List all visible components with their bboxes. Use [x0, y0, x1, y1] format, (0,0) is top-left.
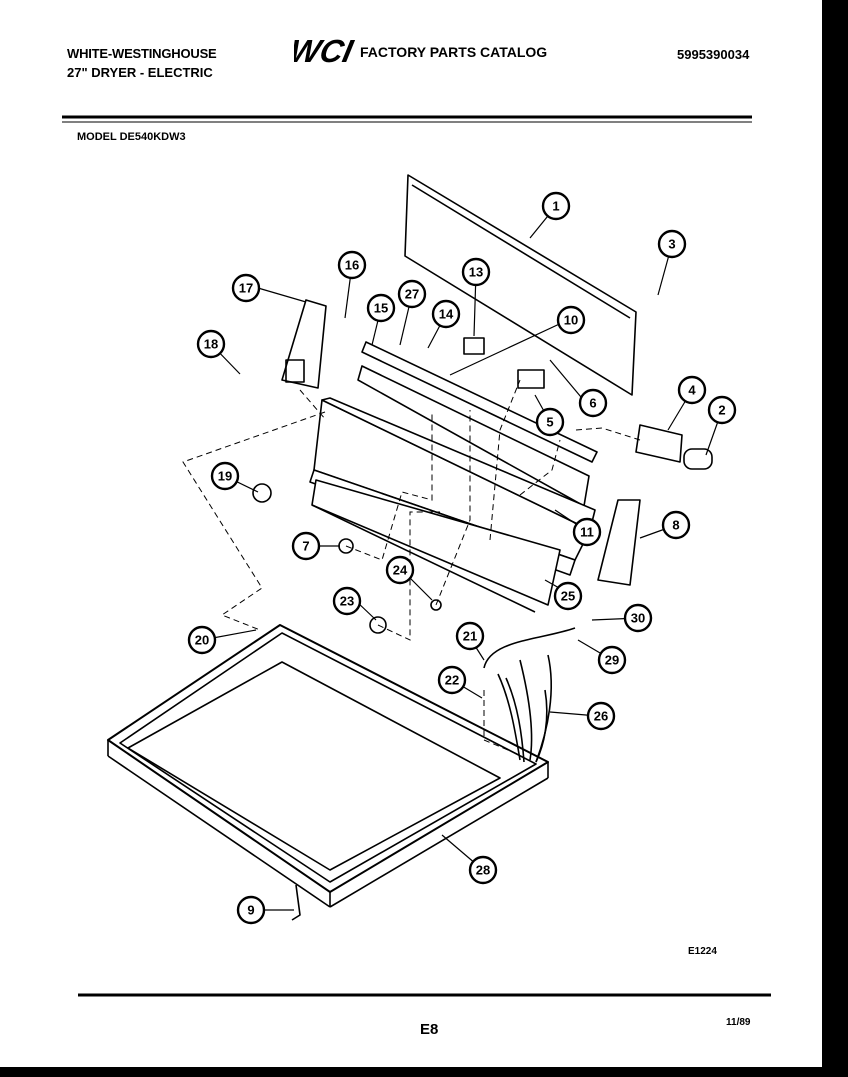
callout-label: 30	[631, 611, 645, 626]
callout-label: 24	[393, 563, 408, 578]
callout-label: 1	[552, 199, 559, 214]
callout-9: 9	[236, 895, 266, 925]
callout-label: 22	[445, 673, 459, 688]
callout-label: 13	[469, 265, 483, 280]
callout-label: 21	[463, 629, 477, 644]
callout-23: 23	[332, 586, 362, 616]
callout-label: 10	[564, 313, 578, 328]
callout-5: 5	[535, 407, 565, 437]
callout-label: 27	[405, 287, 419, 302]
callout-label: 26	[594, 709, 608, 724]
callout-17: 17	[231, 273, 261, 303]
callout-7: 7	[291, 531, 321, 561]
callout-label: 20	[195, 633, 209, 648]
callout-21: 21	[455, 621, 485, 651]
callout-label: 9	[247, 903, 254, 918]
timer	[635, 424, 713, 470]
callout-label: 8	[672, 518, 679, 533]
callout-8: 8	[661, 510, 691, 540]
callout-3: 3	[657, 229, 687, 259]
callout-label: 4	[688, 383, 696, 398]
callout-29: 29	[597, 645, 627, 675]
callout-14: 14	[431, 299, 461, 329]
leveling-leg	[291, 884, 301, 921]
brand-name: WHITE-WESTINGHOUSE	[67, 46, 217, 61]
wiring-harness	[483, 627, 576, 763]
catalog-title: FACTORY PARTS CATALOG	[360, 44, 548, 60]
callout-label: 16	[345, 258, 359, 273]
callout-1: 1	[541, 191, 571, 221]
callout-label: 18	[204, 337, 218, 352]
trim-strip	[311, 479, 561, 613]
callout-6: 6	[578, 388, 608, 418]
callout-30: 30	[623, 603, 653, 633]
callout-11: 11	[572, 517, 602, 547]
scan-edge	[822, 0, 848, 1077]
callout-label: 19	[218, 469, 232, 484]
revision-date: 11/89	[726, 1017, 751, 1028]
callout-label: 17	[239, 281, 253, 296]
callout-10: 10	[556, 305, 586, 335]
callout-label: 25	[561, 589, 575, 604]
catalog-part-number: 5995390034	[677, 47, 750, 62]
left-end-cap	[281, 299, 327, 389]
page-number: E8	[420, 1021, 439, 1038]
callout-label: 5	[546, 415, 553, 430]
callout-label: 11	[580, 525, 594, 540]
wci-logo: WCI	[294, 33, 356, 69]
callout-label: 2	[718, 403, 725, 418]
callout-2: 2	[707, 395, 737, 425]
callout-label: 23	[340, 594, 354, 609]
callout-19: 19	[210, 461, 240, 491]
callout-22: 22	[437, 665, 467, 695]
logo-text: WCI	[294, 33, 356, 69]
callout-label: 6	[589, 396, 596, 411]
rear-panel	[404, 174, 637, 396]
switch-part-13	[463, 337, 485, 355]
callout-24: 24	[385, 555, 415, 585]
callout-label: 28	[476, 863, 490, 878]
knob-part-19	[252, 483, 272, 503]
switch-part-5	[517, 369, 545, 389]
model-number: MODEL DE540KDW3	[77, 131, 186, 143]
callout-16: 16	[337, 250, 367, 280]
callout-26: 26	[586, 701, 616, 731]
callout-bubbles: 1 2 3 4 5 6 7 8 9 10 11 13 14 15 16 17 1…	[187, 191, 737, 925]
assembly-guides	[182, 379, 641, 756]
diagram-code: E1224	[688, 946, 717, 957]
callout-label: 14	[439, 307, 454, 322]
callout-label: 29	[605, 653, 619, 668]
callout-label: 3	[668, 237, 675, 252]
callout-label: 7	[302, 539, 309, 554]
callout-4: 4	[677, 375, 707, 405]
callout-13: 13	[461, 257, 491, 287]
callout-20: 20	[187, 625, 217, 655]
callout-18: 18	[196, 329, 226, 359]
callout-25: 25	[553, 581, 583, 611]
header-rule	[62, 115, 752, 123]
callout-15: 15	[366, 293, 396, 323]
callout-27: 27	[397, 279, 427, 309]
callout-label: 15	[374, 301, 388, 316]
dryer-top-panel	[107, 624, 549, 908]
product-description: 27" DRYER - ELECTRIC	[67, 65, 213, 80]
right-end-cap	[597, 499, 641, 586]
callout-28: 28	[468, 855, 498, 885]
